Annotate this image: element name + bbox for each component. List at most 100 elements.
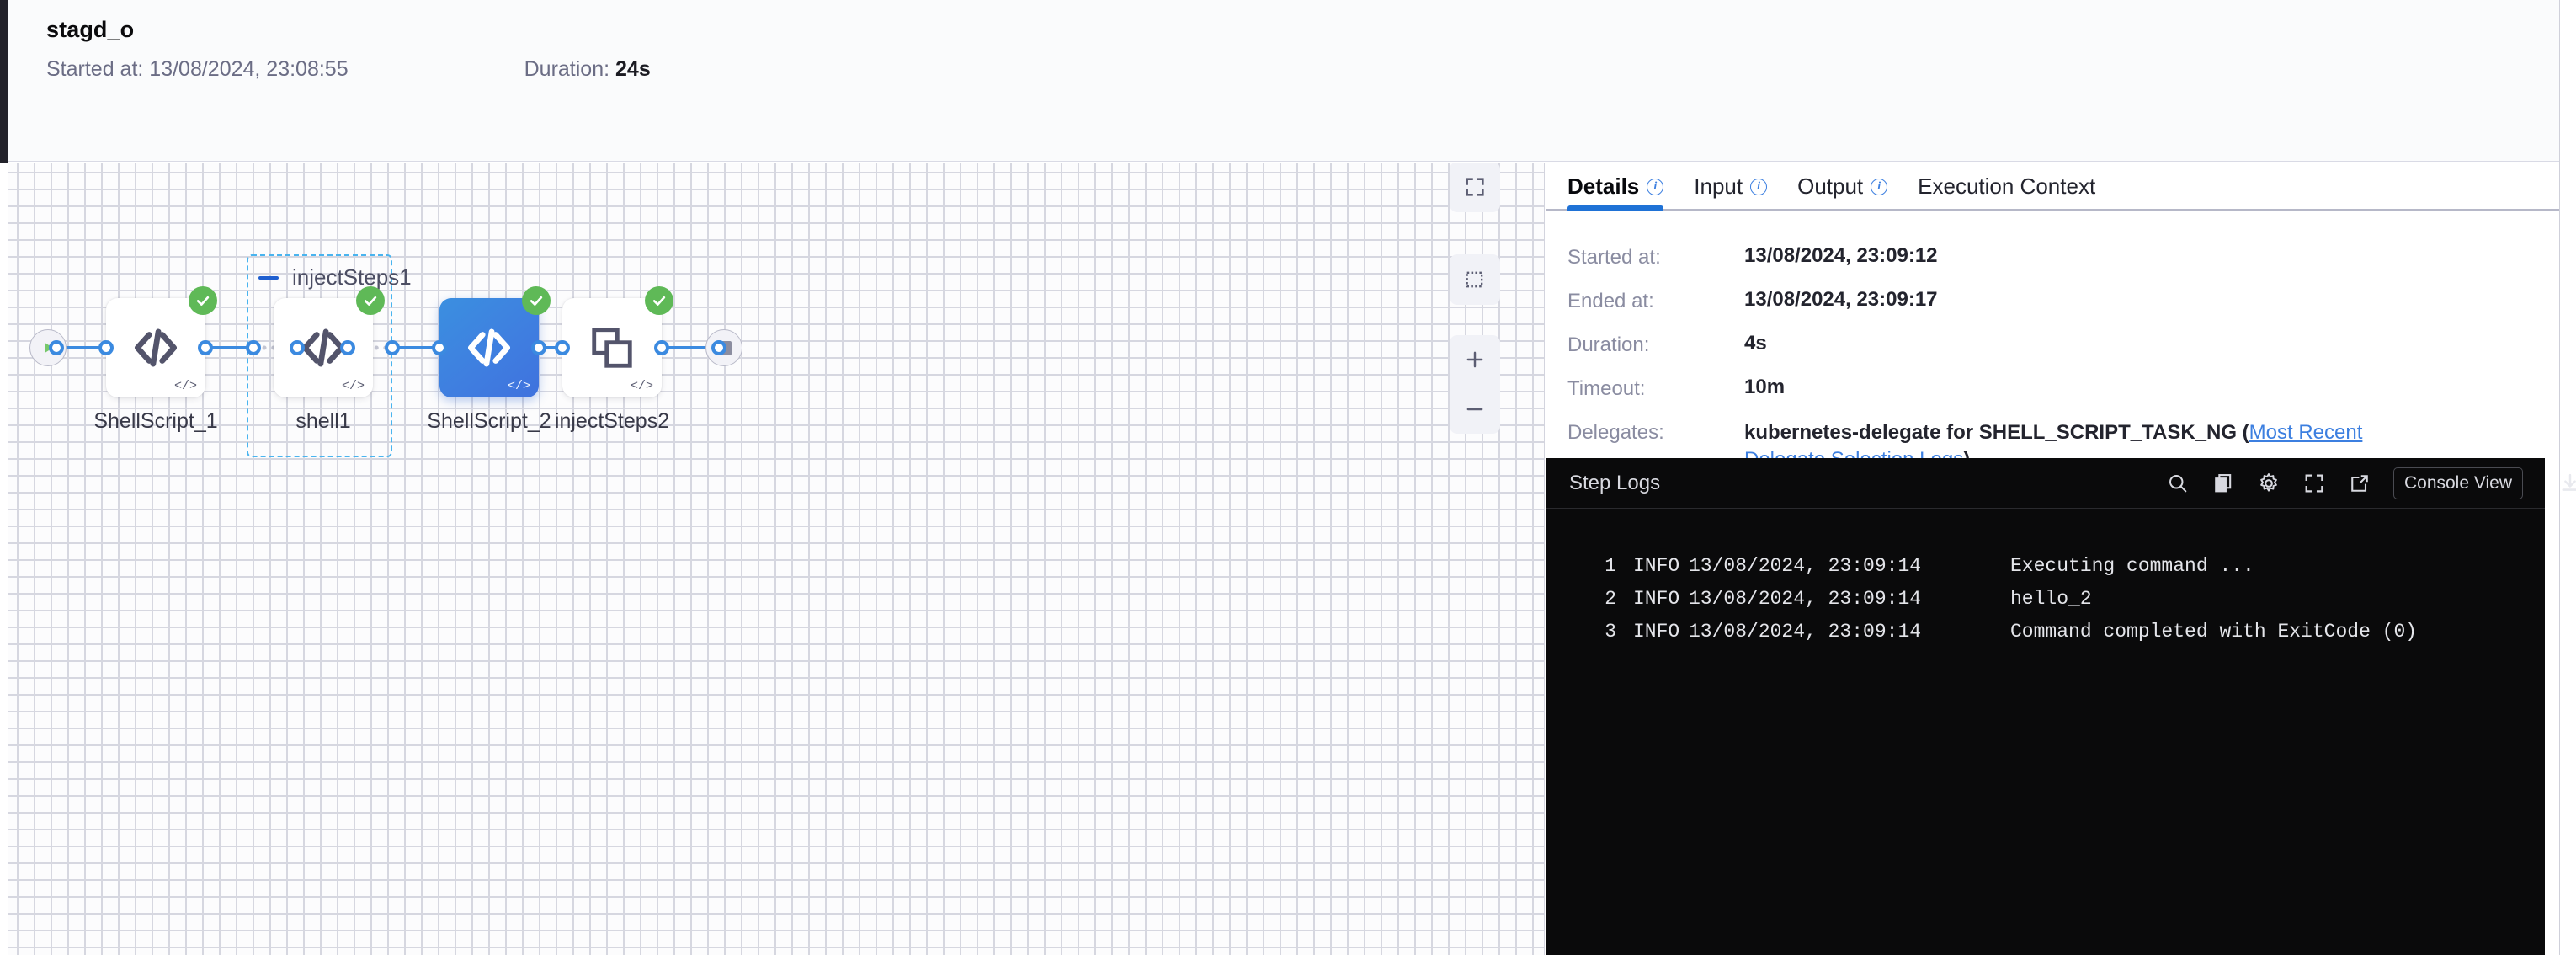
selection-box-button[interactable] (1450, 254, 1500, 305)
check-icon (530, 296, 543, 306)
log-level: INFO (1633, 554, 1680, 577)
info-icon[interactable]: i (1750, 178, 1768, 195)
console-view-button[interactable]: Console View (2392, 467, 2523, 499)
node-label: ShellScript_1 (93, 409, 218, 433)
tab-execution-context-label: Execution Context (1918, 173, 2096, 199)
log-timestamp: 13/08/2024, 23:09:14 (1689, 554, 1922, 577)
step-type-icon: </> (507, 379, 530, 393)
node-shellscript2[interactable]: </> ShellScript_2 (427, 286, 551, 433)
duration-value: 4s (1744, 332, 1767, 355)
log-message: hello_2 (2010, 587, 2092, 610)
collapse-icon[interactable] (258, 275, 279, 280)
search-icon[interactable] (2166, 472, 2190, 495)
status-badge-success (645, 286, 673, 315)
node-injectsteps2-box[interactable]: </> (562, 286, 673, 397)
log-level: INFO (1633, 587, 1680, 610)
pipeline-canvas[interactable]: injectSteps1 </> ShellScript_1 (8, 163, 1545, 955)
group-title: injectSteps1 (292, 264, 412, 290)
selection-box-icon (1466, 271, 1483, 288)
log-line: 3 INFO 13/08/2024, 23:09:14 Command comp… (1546, 615, 2545, 648)
status-badge-success (356, 286, 385, 315)
group-out-port (385, 340, 400, 355)
node-shell1[interactable]: </> shell1 (274, 286, 385, 433)
step-type-icon: </> (341, 379, 365, 393)
node-shellscript1-in-port (98, 340, 114, 355)
start-node-port (49, 340, 64, 355)
node-injectsteps2[interactable]: </> injectSteps2 (555, 286, 673, 433)
ended-at-value: 13/08/2024, 23:09:17 (1744, 288, 1938, 311)
execution-header: stagd_o Started at: 13/08/2024, 23:08:55… (8, 0, 2559, 162)
tab-input[interactable]: Input i (1694, 173, 1768, 209)
info-icon[interactable]: i (1647, 178, 1664, 195)
left-rail (0, 0, 8, 163)
details-content: Started at: 13/08/2024, 23:09:12 Ended a… (1546, 211, 2559, 548)
edge-injectsteps2-to-end (635, 346, 719, 349)
log-line-number: 1 (1605, 554, 1616, 577)
check-icon (196, 296, 210, 306)
log-message: Executing command ... (2010, 554, 2254, 577)
node-shell1-box[interactable]: </> (274, 286, 385, 397)
tab-input-label: Input (1694, 173, 1743, 199)
detail-row-timeout: Timeout: 10m (1567, 376, 2559, 401)
detail-row-duration: Duration: 4s (1567, 332, 2559, 357)
fit-screen-button-inner[interactable] (1450, 163, 1500, 212)
fit-screen-button[interactable] (1450, 163, 1500, 212)
log-lines[interactable]: 1 INFO 13/08/2024, 23:09:14 Executing co… (1546, 509, 2545, 648)
node-label: ShellScript_2 (427, 409, 551, 433)
code-icon (467, 328, 511, 367)
node-injectsteps2-in-port (555, 340, 570, 355)
end-node-port (711, 340, 726, 355)
log-message: Command completed with ExitCode (0) (2010, 620, 2418, 643)
log-timestamp: 13/08/2024, 23:09:14 (1689, 620, 1922, 643)
zoom-controls[interactable] (1450, 335, 1500, 434)
selection-box-button-inner[interactable] (1450, 254, 1500, 305)
node-shellscript1[interactable]: </> ShellScript_1 (93, 286, 218, 433)
tab-execution-context[interactable]: Execution Context (1918, 173, 2095, 209)
step-logs-toolbar: Step Logs (1546, 458, 2576, 509)
started-at-text: Started at: 13/08/2024, 23:08:55 (46, 57, 349, 81)
tab-output-label: Output (1797, 173, 1864, 199)
tab-details[interactable]: Details i (1567, 173, 1664, 211)
group-icon (592, 328, 632, 368)
tab-details-label: Details (1567, 173, 1640, 199)
check-icon (652, 296, 666, 306)
step-detail-panel: Details i Input i Output i Execution Con… (1546, 163, 2576, 955)
started-at-label: Started at: (1567, 246, 1661, 269)
log-timestamp: 13/08/2024, 23:09:14 (1689, 587, 1922, 610)
status-badge-success (522, 286, 551, 315)
expand-icon[interactable] (2302, 472, 2326, 495)
log-level: INFO (1633, 620, 1680, 643)
step-group-injectsteps1[interactable]: injectSteps1 (247, 254, 412, 457)
fit-screen-icon (1466, 178, 1484, 196)
detail-row-ended-at: Ended at: 13/08/2024, 23:09:17 (1567, 288, 2559, 313)
step-logs-title: Step Logs (1569, 471, 1661, 494)
check-icon (364, 296, 377, 306)
node-label: shell1 (295, 409, 351, 433)
node-shellscript1-out-port (198, 340, 213, 355)
download-icon[interactable] (2558, 472, 2576, 495)
step-logs-tools[interactable]: Console View (2166, 467, 2576, 499)
node-shellscript2-box[interactable]: </> (439, 286, 551, 397)
group-header[interactable]: injectSteps1 (258, 264, 412, 291)
header-meta: Started at: 13/08/2024, 23:08:55 Duratio… (46, 57, 651, 82)
ended-at-label: Ended at: (1567, 290, 1654, 312)
log-line-number: 3 (1605, 620, 1616, 643)
group-in-port (246, 340, 261, 355)
copy-icon[interactable] (2211, 472, 2235, 495)
log-line: 1 INFO 13/08/2024, 23:09:14 Executing co… (1546, 549, 2545, 582)
info-icon[interactable]: i (1871, 178, 1888, 195)
external-link-icon[interactable] (2348, 472, 2371, 495)
zoom-in-button[interactable] (1450, 335, 1500, 385)
gear-icon[interactable] (2257, 472, 2281, 495)
node-shellscript1-box[interactable]: </> (106, 286, 217, 397)
zoom-out-button[interactable] (1450, 385, 1500, 435)
started-at-value: 13/08/2024, 23:09:12 (1744, 244, 1938, 267)
detail-tabs[interactable]: Details i Input i Output i Execution Con… (1546, 163, 2559, 211)
page-title: stagd_o (46, 17, 135, 42)
edge-shellscript1-to-group (176, 346, 260, 349)
log-line: 2 INFO 13/08/2024, 23:09:14 hello_2 (1546, 582, 2545, 615)
page-right-border (2559, 0, 2560, 955)
tab-output[interactable]: Output i (1797, 173, 1888, 209)
delegates-text: kubernetes-delegate for SHELL_SCRIPT_TAS… (1744, 421, 2249, 444)
duration-value: 24s (615, 57, 651, 81)
